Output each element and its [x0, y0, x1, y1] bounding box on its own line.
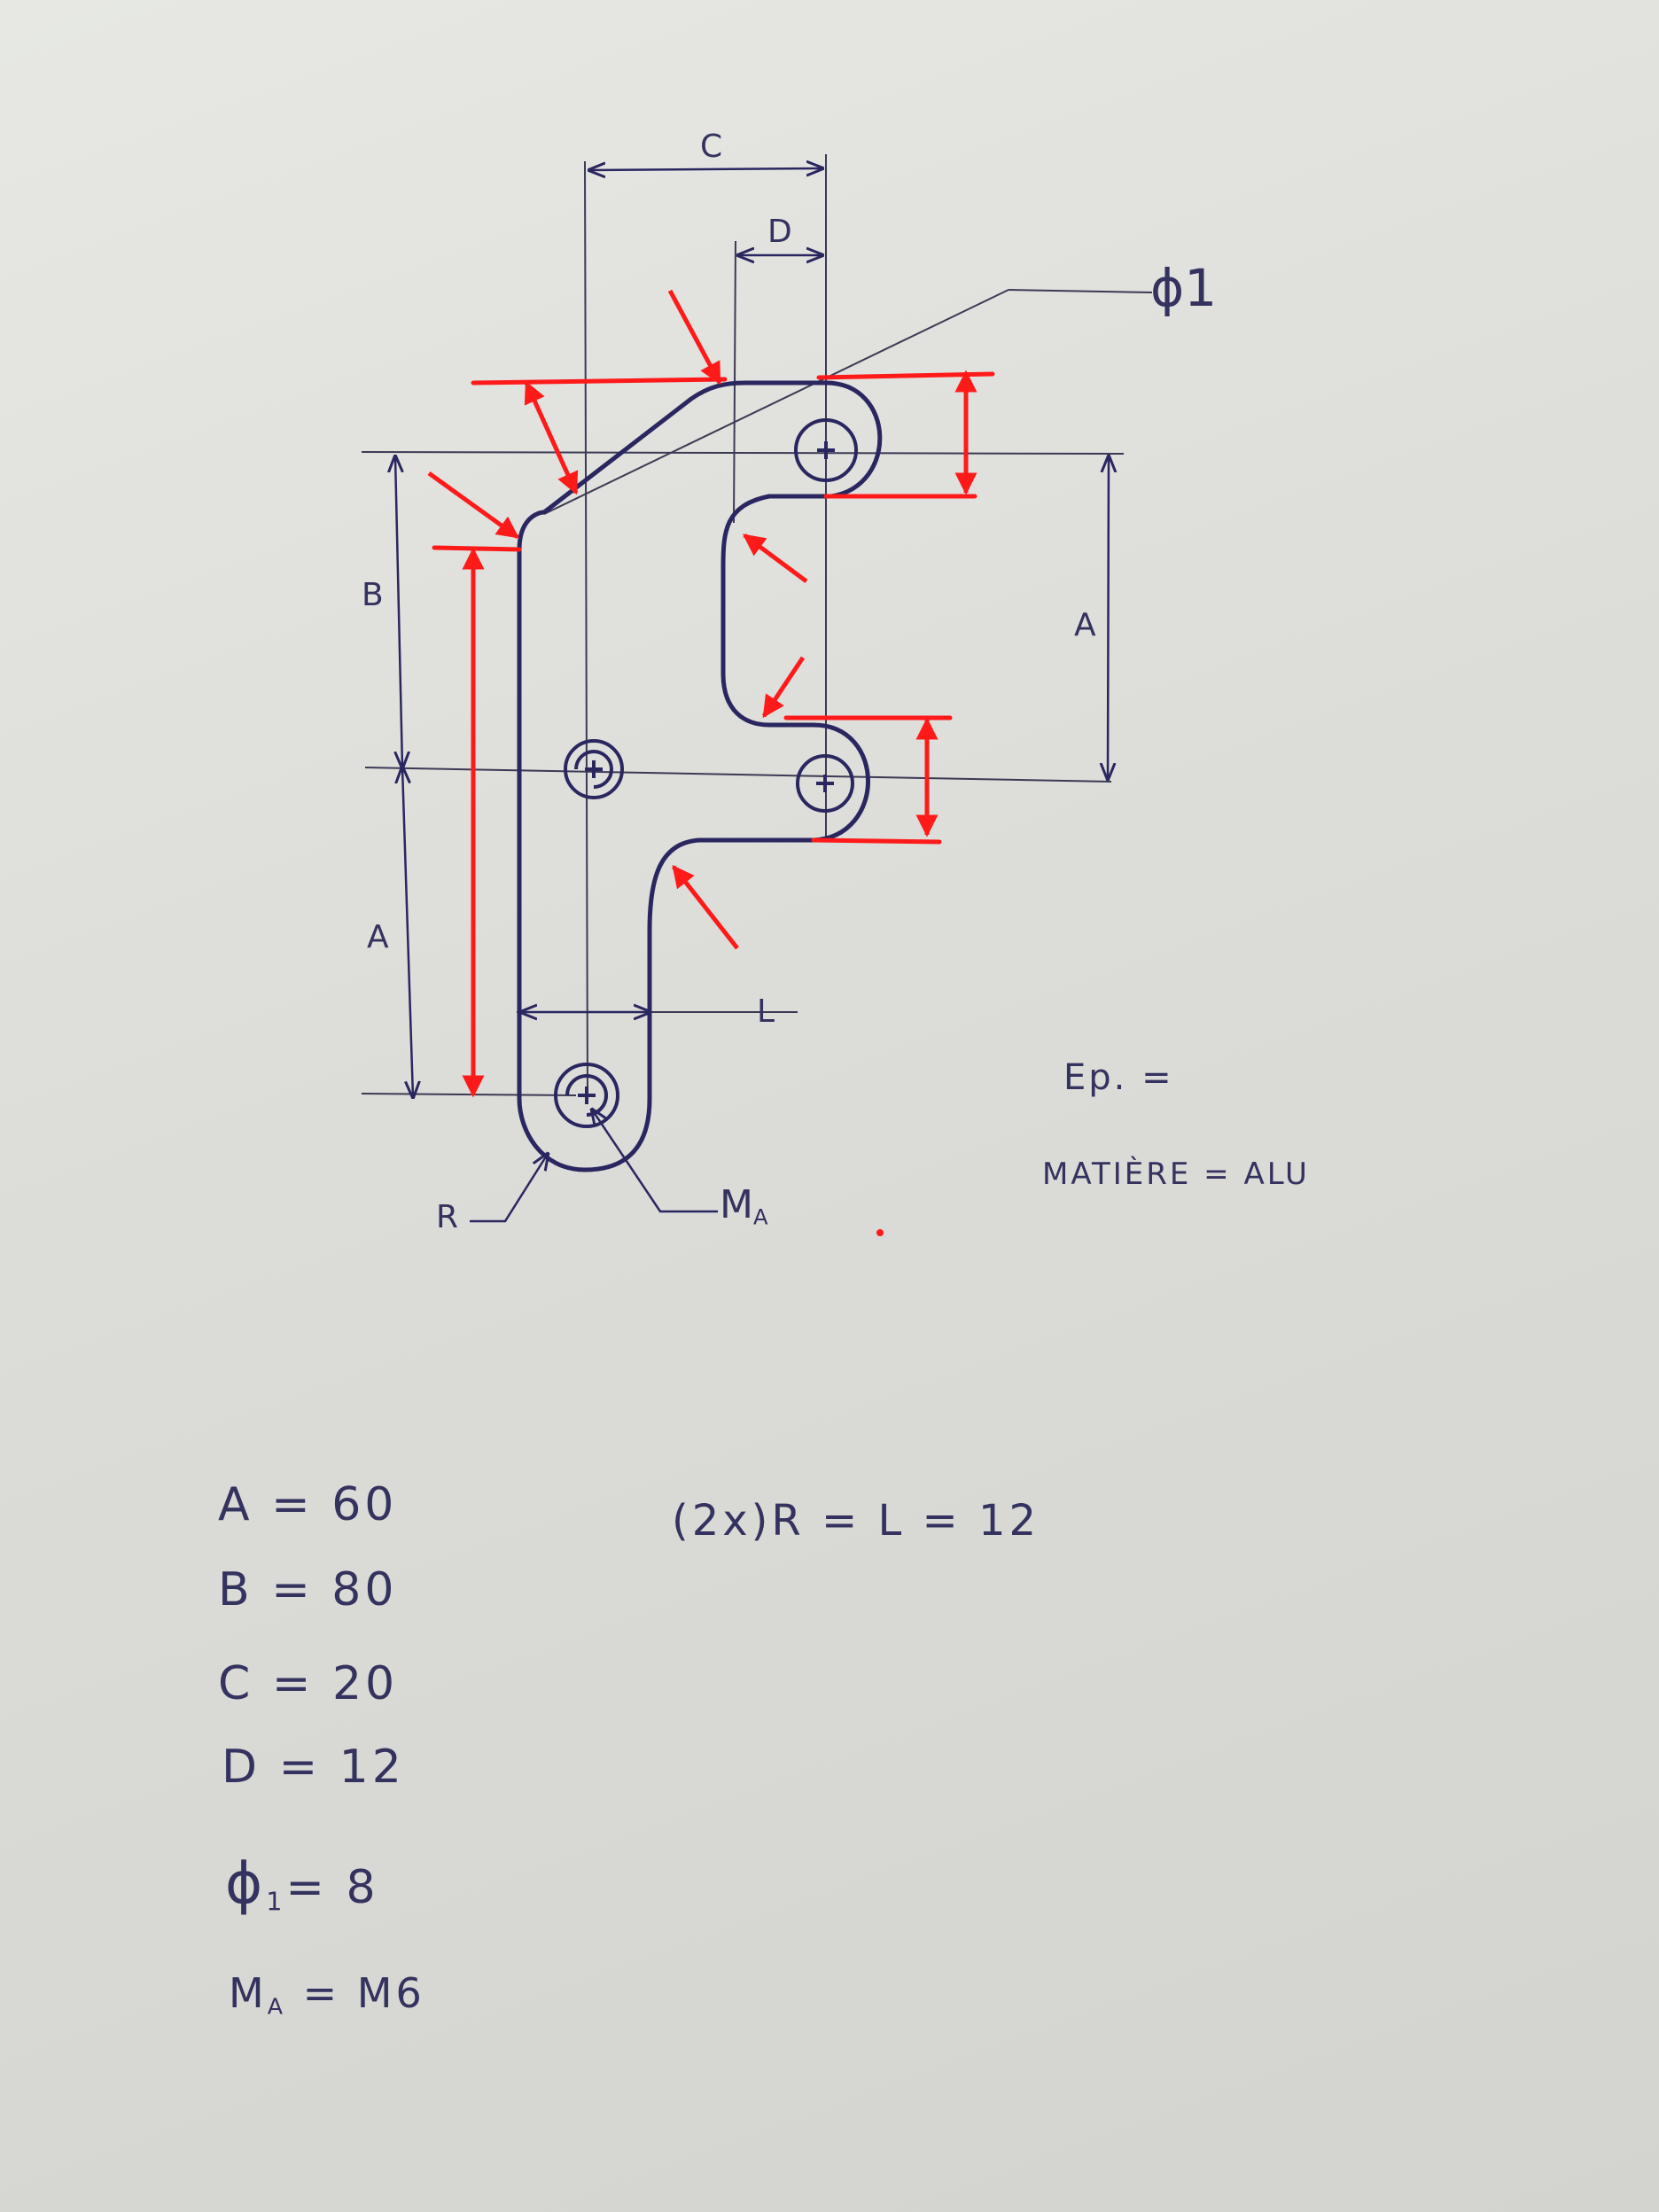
thickness-note: Ep. =	[1063, 1057, 1174, 1098]
spec-phi1: ϕ1= 8	[225, 1856, 379, 1914]
hole-middle-right	[796, 754, 854, 813]
material-note: MATIÈRE = ALU	[1042, 1157, 1310, 1192]
spec-phi-value: = 8	[285, 1861, 379, 1914]
spec-ma: MA = M6	[229, 1973, 425, 2018]
spec-d: D = 12	[222, 1741, 405, 1794]
label-phi1: ϕ1	[1150, 258, 1218, 318]
spec-a: A = 60	[218, 1478, 398, 1531]
label-a-left: A	[367, 919, 389, 955]
label-d: D	[767, 214, 792, 250]
dim-line-b	[395, 456, 402, 767]
spec-ma-sub: A	[267, 1993, 287, 2020]
holes	[554, 418, 858, 1128]
extension-lines	[361, 154, 1153, 1100]
dim-line-c	[589, 168, 822, 170]
leader-ma	[592, 1110, 718, 1213]
dim-line-a-right	[1108, 456, 1109, 779]
label-l: L	[757, 993, 775, 1030]
spec-rl: (2x)R = L = 12	[672, 1496, 1040, 1546]
hole-middle-left	[564, 739, 624, 799]
spec-phi-sub: 1	[266, 1886, 286, 1917]
spec-ma-value: = M6	[302, 1969, 425, 2017]
label-r: R	[436, 1199, 459, 1235]
spec-b: B = 80	[218, 1563, 398, 1616]
label-ma-main: M	[720, 1182, 753, 1227]
label-b: B	[362, 577, 384, 613]
label-ma: MA	[720, 1186, 768, 1230]
dim-line-a-left	[402, 767, 413, 1097]
markup-arrows	[427, 289, 977, 1098]
leader-r	[470, 1154, 548, 1223]
label-a-right: A	[1074, 607, 1096, 643]
dimension-lines	[395, 168, 1109, 1097]
spec-c: C = 20	[218, 1657, 399, 1710]
spec-phi-symbol: ϕ	[225, 1851, 267, 1917]
red-dot	[876, 1229, 884, 1236]
hole-top-right	[794, 418, 858, 482]
label-ma-sub: A	[752, 1204, 768, 1230]
leader-lines	[470, 1110, 718, 1223]
spec-ma-main: M	[229, 1969, 268, 2017]
label-c: C	[700, 129, 723, 165]
